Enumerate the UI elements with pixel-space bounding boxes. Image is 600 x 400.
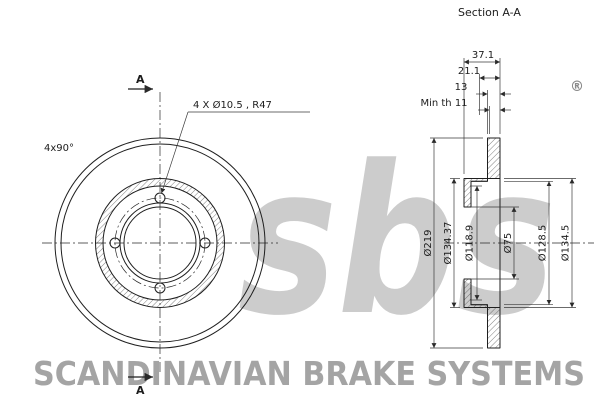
hub-hatched-band	[95, 178, 225, 308]
front-view: 4 X Ø10.5 , R47 4x90° A A	[42, 73, 310, 397]
bolt-hole-top	[154, 192, 166, 204]
width-dimensions: 37.1 21.1 13 Min th 11	[420, 50, 511, 174]
section-letter-top: A	[136, 73, 145, 86]
disc-outer-chamfer-circle	[60, 143, 260, 343]
hub-outer-circle	[95, 178, 225, 308]
section-title: Section A-A	[458, 6, 521, 19]
bolt-hole-left	[109, 237, 121, 249]
section-outline	[463, 137, 501, 349]
section-marker-top: A	[128, 73, 153, 94]
sbs-watermark-logo: sbs	[238, 123, 556, 361]
registered-trademark-symbol: ®	[570, 79, 584, 95]
ring-section-top	[487, 137, 501, 179]
disc-outer-circle	[54, 137, 266, 349]
hole-callout-label: 4 X Ø10.5 , R47	[193, 99, 272, 111]
hat-depth-label: 21.1	[458, 66, 480, 77]
hat-inner-diameter-label: Ø128.5	[537, 225, 549, 262]
overall-width-label: 37.1	[472, 50, 494, 61]
bolt-hole-right	[199, 237, 211, 249]
section-marker-bottom: A	[128, 372, 153, 397]
ring-inner-diameter-label: Ø134.37	[442, 222, 454, 265]
section-letter-bottom: A	[136, 384, 145, 397]
section-view: Section A-A	[420, 6, 594, 349]
ring-section-bottom	[487, 307, 501, 349]
disc-thickness-label: 13	[455, 82, 468, 93]
hole-pattern-angle-label: 4x90°	[44, 143, 74, 154]
hub-inner-circle	[102, 185, 218, 301]
outer-diameter-label: Ø219	[422, 230, 434, 257]
bolt-hole-bottom	[154, 282, 166, 294]
center-bore-circle	[123, 206, 197, 280]
bolt-circle	[114, 197, 206, 289]
min-thickness-label: Min th 11	[420, 98, 467, 109]
diameter-dimensions: Ø219 Ø134.37 Ø118.9 Ø75 Ø128.5	[422, 137, 576, 349]
hub-diameter-label: Ø118.9	[464, 225, 476, 262]
bore-diameter-label: Ø75	[502, 233, 514, 254]
footer-brand-text: SCANDINAVIAN BRAKE SYSTEMS	[33, 354, 585, 393]
bolt-hole-callout: 4 X Ø10.5 , R47	[160, 99, 310, 194]
hat-outer-diameter-label: Ø134.5	[560, 225, 572, 262]
callout-leader-line	[160, 111, 189, 194]
